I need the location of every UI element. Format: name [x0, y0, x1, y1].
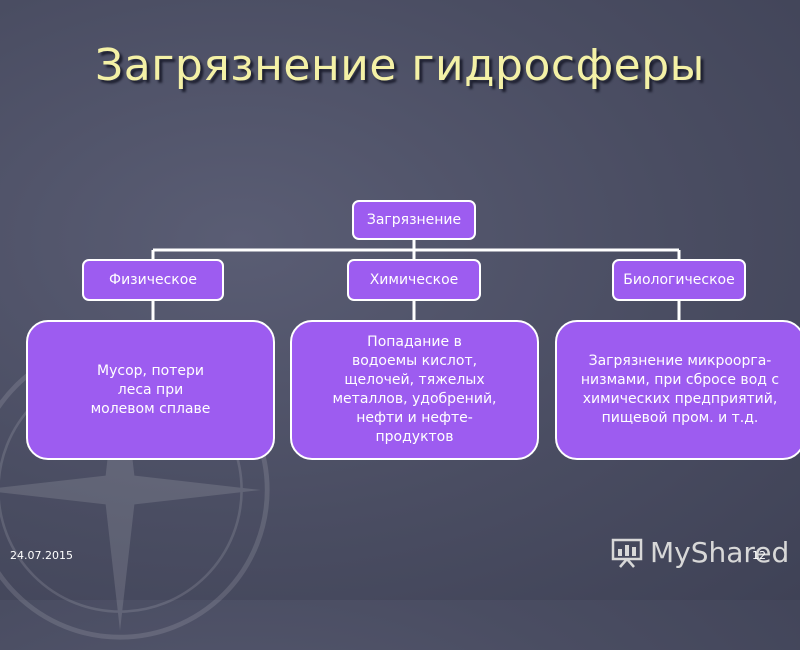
brand-name: MyShared	[650, 535, 790, 569]
detail-physical: Мусор, потери леса при молевом сплаве	[26, 320, 275, 460]
detail-physical-text: Мусор, потери леса при молевом сплаве	[90, 362, 211, 417]
detail-biological: Загрязнение микроорга- низмами, при сбро…	[555, 320, 800, 460]
root-node-label: Загрязнение	[366, 212, 462, 228]
category-chemical: Химическое	[347, 259, 481, 301]
presentation-board-icon	[611, 538, 643, 568]
brand-watermark: MyShared	[610, 535, 789, 569]
category-biological-label: Биологическое	[623, 272, 735, 288]
page-number: 12	[752, 549, 766, 562]
slide-date: 24.07.2015	[10, 549, 73, 562]
detail-biological-text: Загрязнение микроорга- низмами, при сбро…	[580, 353, 780, 426]
category-biological: Биологическое	[612, 259, 746, 301]
detail-chemical-text: Попадание в водоемы кислот, щелочей, тяж…	[332, 334, 497, 445]
category-physical-label: Физическое	[109, 272, 197, 288]
diagram-connectors	[0, 0, 800, 600]
category-physical: Физическое	[82, 259, 224, 301]
detail-chemical: Попадание в водоемы кислот, щелочей, тяж…	[290, 320, 539, 460]
root-node: Загрязнение	[352, 200, 476, 240]
slide-title: Загрязнение гидросферы	[95, 40, 705, 91]
category-chemical-label: Химическое	[369, 272, 459, 288]
